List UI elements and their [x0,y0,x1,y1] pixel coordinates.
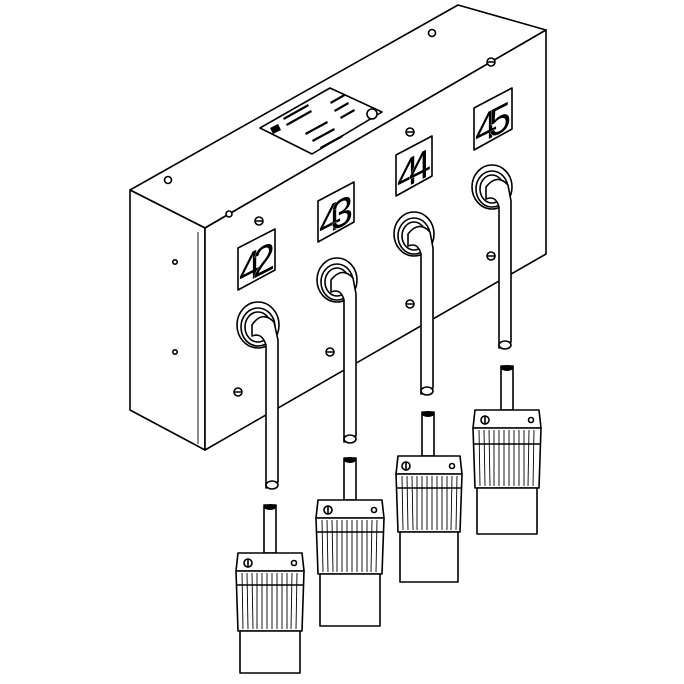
cord-42 [251,315,279,490]
connector-43 [315,457,385,627]
connector-44 [395,411,463,583]
cord-44 [407,225,434,396]
cord-43 [330,271,357,444]
faceplate [204,29,547,451]
rating-label [259,87,383,155]
faceplate-screws [225,57,496,397]
connector-45 [472,365,542,535]
connector-42 [235,504,305,674]
cord-45 [485,178,512,350]
enclosure [129,4,547,451]
enclosure-side-face [129,189,206,451]
top-screws [163,28,437,185]
